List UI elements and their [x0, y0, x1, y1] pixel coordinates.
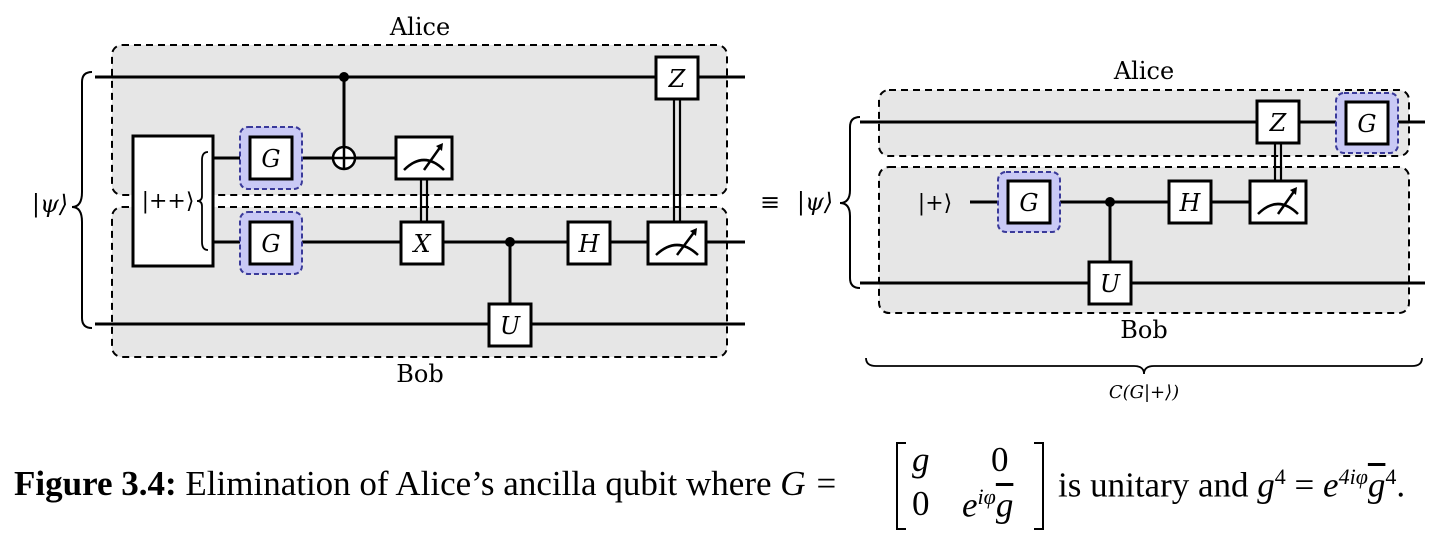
g-bottom-label: G	[261, 230, 280, 258]
figure-caption: Figure 3.4: Elimination of Alice’s ancil…	[14, 438, 1444, 548]
cu-control	[505, 237, 515, 247]
caption-text-before: Elimination of Alice’s ancilla qubit whe…	[185, 464, 772, 503]
bob-label-right: Bob	[1120, 316, 1167, 344]
g-matrix: g 0 0 eiφg	[896, 438, 1044, 530]
matrix-left-bracket	[896, 442, 906, 530]
u-gate-label-right: U	[1100, 270, 1121, 298]
caption-label: Figure 3.4:	[14, 464, 177, 503]
right-circuit: Alice Bob |ψ⟩ |+⟩ G U H Z	[797, 57, 1425, 403]
alice-label: Alice	[389, 13, 450, 41]
caption-text-mid: is unitary and	[1058, 465, 1249, 505]
matrix-a22: eiφg	[962, 484, 1014, 525]
h-gate-label-right: H	[1179, 189, 1202, 217]
alice-label-right: Alice	[1113, 57, 1174, 85]
input-brace-right	[839, 116, 861, 289]
x-gate-label: X	[411, 230, 431, 258]
z-gate-label-right: Z	[1269, 109, 1288, 137]
circuit-diagram: Alice Bob |ψ⟩ |++⟩ G G	[32, 13, 1425, 403]
underbrace	[865, 357, 1423, 375]
g-top-label: G	[261, 145, 280, 173]
g-bob-label: G	[1019, 189, 1038, 217]
z-gate-label: Z	[668, 65, 687, 93]
ancilla-state-label: |++⟩	[142, 189, 195, 214]
matrix-a11: g	[912, 440, 930, 479]
measure-bob-ancilla-icon	[646, 220, 708, 266]
caption-lhs: G =	[780, 464, 838, 503]
z-gate	[654, 55, 700, 101]
g-alice-label: G	[1357, 110, 1376, 138]
u-gate-label: U	[500, 312, 521, 340]
u-gate	[487, 302, 533, 348]
input-state-label: |ψ⟩	[32, 190, 68, 219]
cnot-control	[339, 72, 349, 82]
input-brace	[71, 71, 93, 329]
ancilla-state-label-right: |+⟩	[918, 191, 952, 216]
measure-alice-ancilla-icon	[394, 135, 454, 181]
h-gate-label: H	[578, 230, 601, 258]
g-bottom-gate	[248, 220, 294, 266]
h-gate-right	[1167, 179, 1213, 225]
matrix-right-bracket	[1034, 442, 1044, 530]
matrix-a12: 0	[991, 440, 1009, 479]
z-gate-right	[1255, 99, 1301, 145]
g-bob-gate	[1006, 179, 1052, 225]
u-gate-right	[1087, 260, 1133, 306]
ancilla-brace	[196, 151, 209, 251]
h-gate	[566, 220, 612, 266]
g-alice-gate	[1344, 100, 1390, 146]
x-gate	[399, 220, 445, 266]
measure-right-icon	[1248, 179, 1308, 225]
underbrace-label: C(G|+⟩)	[1109, 382, 1179, 403]
bob-region-right	[878, 166, 1410, 314]
matrix-a21: 0	[912, 484, 930, 523]
left-circuit: Alice Bob |ψ⟩ |++⟩ G G	[32, 13, 745, 388]
equivalence-symbol: ≡	[760, 188, 780, 216]
bob-label: Bob	[396, 360, 443, 388]
g-top-gate	[248, 135, 294, 181]
input-state-label-right: |ψ⟩	[797, 188, 833, 217]
cu-control-right	[1105, 197, 1115, 207]
